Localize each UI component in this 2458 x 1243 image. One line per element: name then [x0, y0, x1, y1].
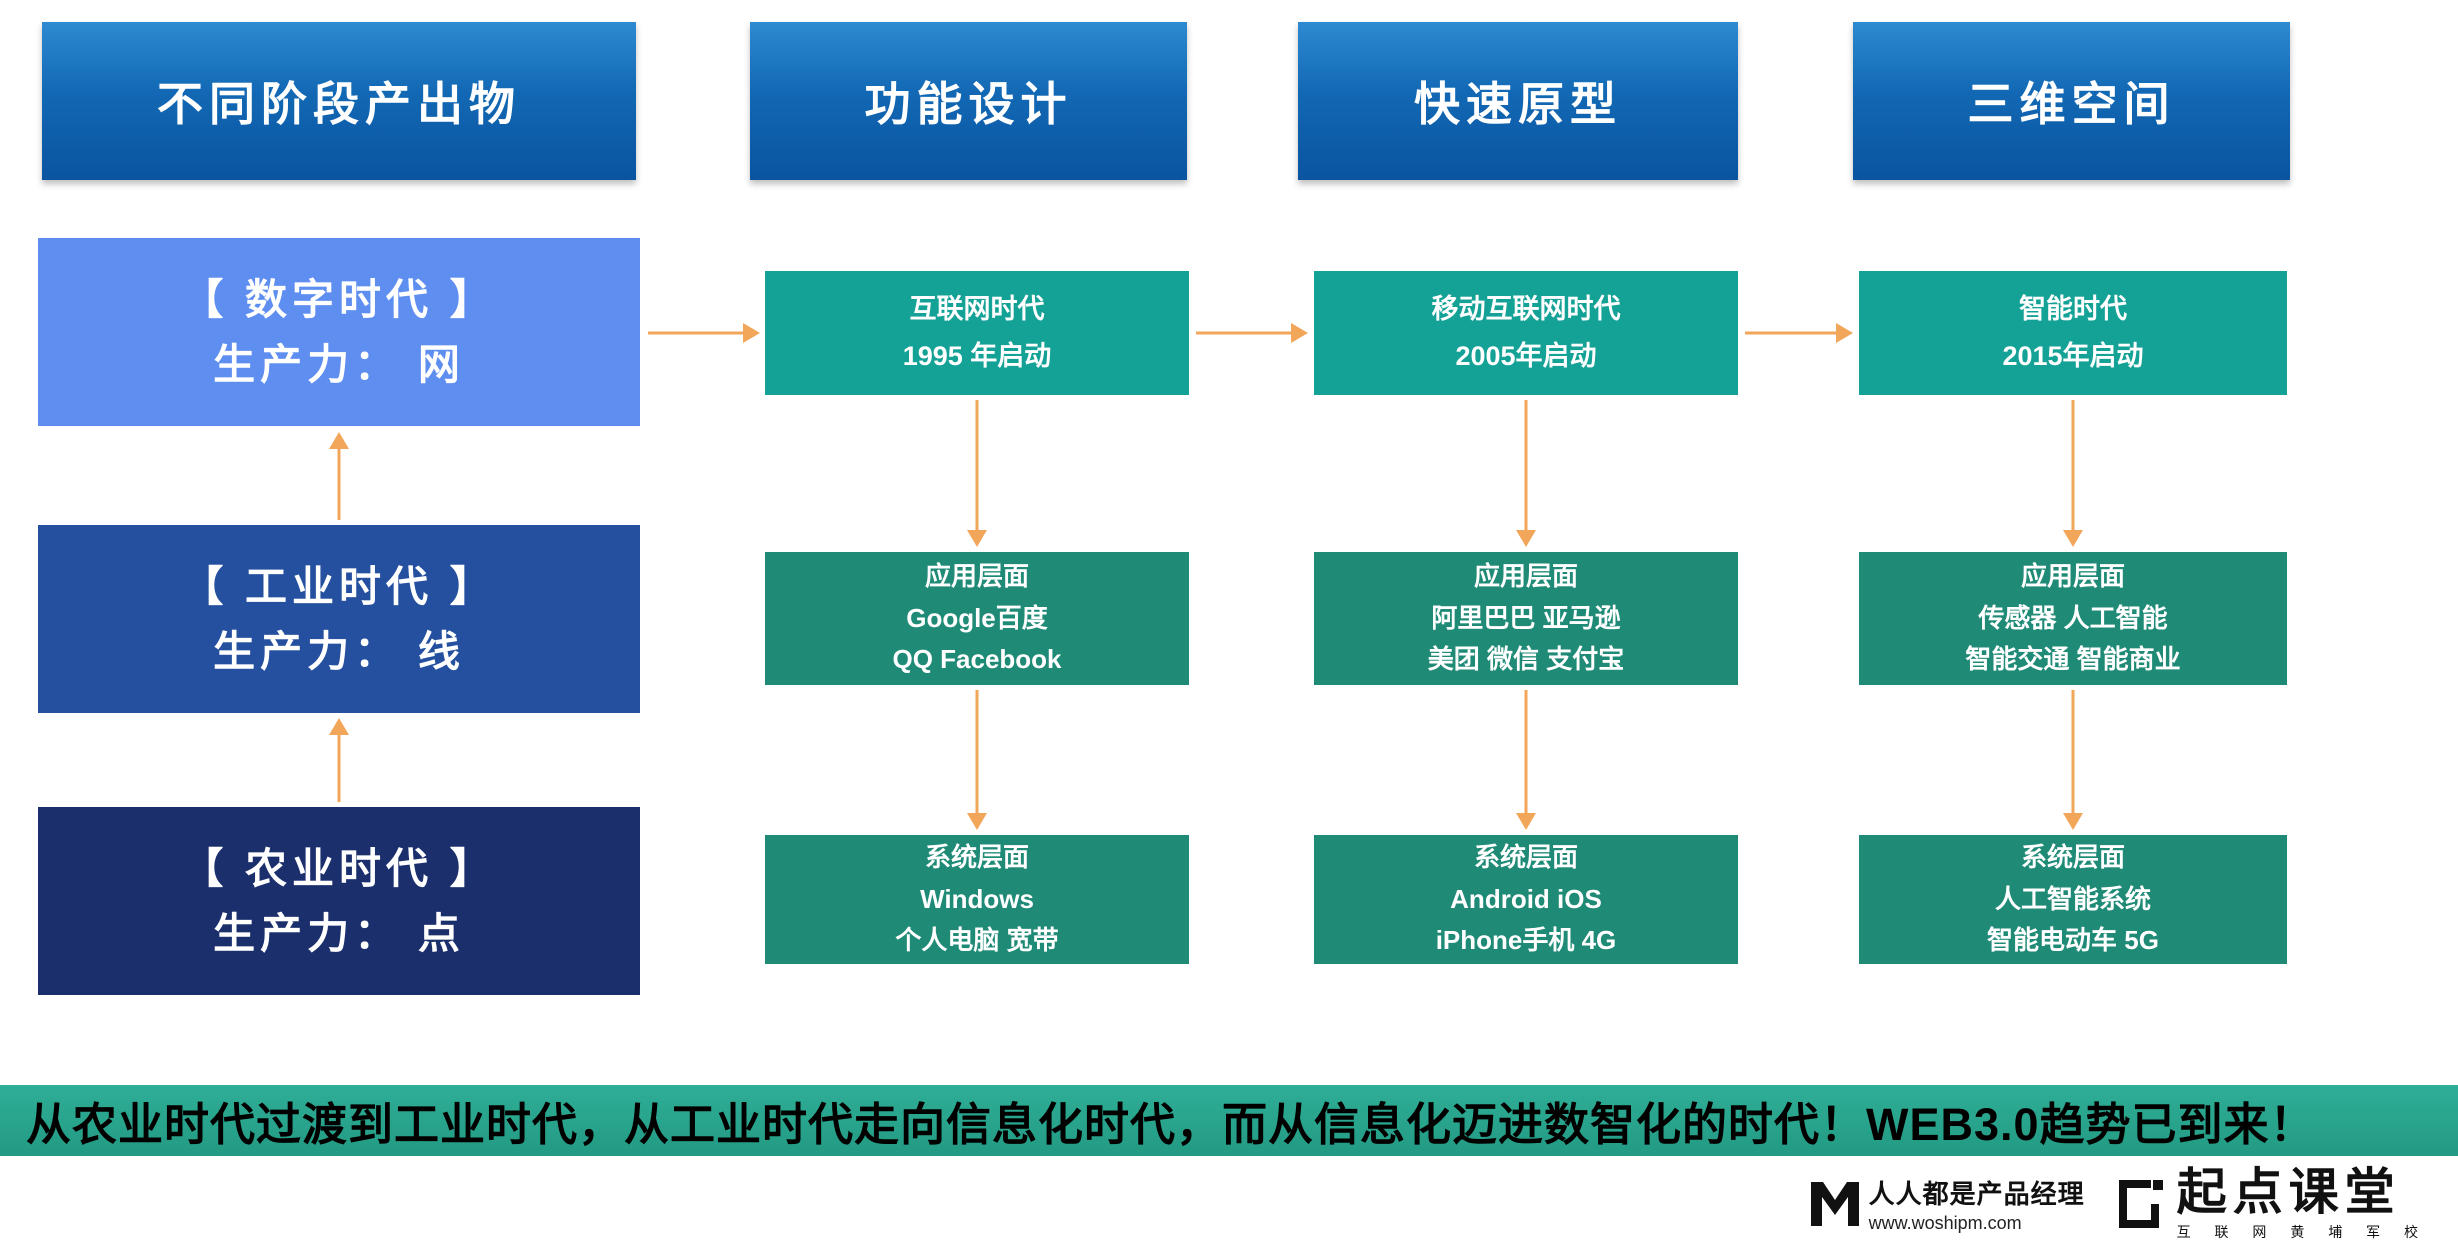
arrow-down-icon: [2061, 400, 2085, 547]
arrow-head: [1836, 323, 1853, 343]
layer-line: iPhone手机 4G: [1435, 925, 1617, 956]
footer-brands: 人人都是产品经理 www.woshipm.com 起点课堂 互 联 网 黄 埔 …: [1810, 1166, 2428, 1242]
brand-qidian-name: 起点课堂: [2176, 1164, 2401, 1221]
layer-line: 个人电脑 宽带: [895, 925, 1059, 956]
era-subtitle: 生产力： 点: [213, 910, 465, 957]
qidian-logo-icon: [2118, 1180, 2163, 1228]
brand-woshipm-url: www.woshipm.com: [1868, 1213, 2022, 1233]
arrow-shaft: [1524, 400, 1528, 532]
system-layer-box: 系统层面 人工智能系统 智能电动车 5G: [1859, 835, 2287, 964]
app-layer-box: 应用层面 阿里巴巴 亚马逊 美团 微信 支付宝: [1314, 552, 1738, 685]
arrow-right-icon: [1196, 322, 1308, 344]
arrow-shaft: [1196, 331, 1293, 335]
layer-line: 美团 微信 支付宝: [1427, 644, 1625, 675]
stage-line: 2005年启动: [1455, 341, 1597, 371]
column-header-3d-space: 三维空间: [1853, 22, 2290, 180]
column-header-stages: 不同阶段产出物: [42, 22, 636, 180]
layer-line: 传感器 人工智能: [1978, 602, 2168, 633]
layer-line: 系统层面: [2020, 842, 2125, 873]
arrow-head: [1516, 530, 1536, 547]
arrow-head: [1291, 323, 1308, 343]
layer-line: 系统层面: [924, 842, 1029, 873]
arrow-head: [967, 813, 987, 830]
summary-banner: 从农业时代过渡到工业时代，从工业时代走向信息化时代，而从信息化迈进数智化的时代！…: [0, 1085, 2458, 1156]
era-box-industrial: 【 工业时代 】 生产力： 线: [38, 525, 640, 713]
arrow-shaft: [975, 400, 979, 532]
era-title: 【 工业时代 】: [181, 562, 497, 610]
arrow-head: [967, 530, 987, 547]
arrow-head: [329, 432, 349, 449]
stage-line: 智能时代: [2019, 293, 2127, 324]
arrow-shaft: [337, 447, 341, 520]
stage-box-mobile-internet: 移动互联网时代 2005年启动: [1314, 271, 1738, 395]
brand-woshipm: 人人都是产品经理 www.woshipm.com: [1810, 1174, 2085, 1234]
arrow-down-icon: [965, 400, 989, 547]
brand-qidian-text: 起点课堂 互 联 网 黄 埔 军 校: [2177, 1166, 2428, 1242]
arrow-down-icon: [965, 690, 989, 830]
arrow-shaft: [1524, 690, 1528, 815]
arrow-down-icon: [1514, 690, 1538, 830]
era-subtitle: 生产力： 网: [213, 341, 465, 388]
era-title: 【 农业时代 】: [181, 844, 497, 892]
column-header-rapid-prototype: 快速原型: [1298, 22, 1738, 180]
arrow-head: [329, 718, 349, 735]
brand-woshipm-text: 人人都是产品经理 www.woshipm.com: [1869, 1174, 2085, 1234]
brand-qidian: 起点课堂 互 联 网 黄 埔 军 校: [2115, 1166, 2428, 1242]
layer-line: 应用层面: [2020, 561, 2125, 592]
woshipm-m-logo-icon: [1810, 1182, 1859, 1226]
layer-line: Android iOS: [1450, 883, 1602, 914]
column-header-label: 功能设计: [864, 78, 1073, 130]
arrow-head: [1516, 813, 1536, 830]
arrow-shaft: [2071, 690, 2075, 815]
column-header-functional-design: 功能设计: [750, 22, 1187, 180]
stage-line: 1995 年启动: [902, 341, 1052, 371]
layer-line: 应用层面: [1473, 561, 1578, 592]
arrow-right-icon: [1745, 322, 1853, 344]
stage-line: 互联网时代: [909, 293, 1045, 324]
stage-line: 2015年启动: [2002, 341, 2144, 371]
layer-line: 智能交通 智能商业: [1965, 644, 2181, 675]
summary-banner-text: 从农业时代过渡到工业时代，从工业时代走向信息化时代，而从信息化迈进数智化的时代！…: [26, 1099, 2316, 1150]
era-title: 【 数字时代 】: [181, 275, 497, 323]
app-layer-box: 应用层面 Google百度 QQ Facebook: [765, 552, 1189, 685]
brand-woshipm-name: 人人都是产品经理: [1868, 1179, 2085, 1209]
arrow-head: [743, 323, 760, 343]
system-layer-box: 系统层面 Android iOS iPhone手机 4G: [1314, 835, 1738, 964]
column-header-label: 快速原型: [1414, 78, 1622, 130]
column-header-label: 三维空间: [1967, 78, 2176, 130]
stage-box-internet: 互联网时代 1995 年启动: [765, 271, 1189, 395]
stage-line: 移动互联网时代: [1431, 293, 1621, 324]
layer-line: 阿里巴巴 亚马逊: [1431, 602, 1621, 633]
arrow-down-icon: [2061, 690, 2085, 830]
layer-line: 应用层面: [924, 561, 1029, 592]
arrow-shaft: [975, 690, 979, 815]
arrow-head: [2063, 530, 2083, 547]
arrow-shaft: [2071, 400, 2075, 532]
layer-line: 人工智能系统: [1994, 883, 2151, 914]
arrow-shaft: [337, 733, 341, 802]
system-layer-box: 系统层面 Windows 个人电脑 宽带: [765, 835, 1189, 964]
arrow-up-icon: [327, 432, 351, 520]
app-layer-box: 应用层面 传感器 人工智能 智能交通 智能商业: [1859, 552, 2287, 685]
era-subtitle: 生产力： 线: [213, 628, 465, 675]
arrow-shaft: [1745, 331, 1838, 335]
arrow-up-icon: [327, 718, 351, 802]
arrow-head: [2063, 813, 2083, 830]
arrow-shaft: [648, 331, 745, 335]
era-box-digital: 【 数字时代 】 生产力： 网: [38, 238, 640, 426]
era-box-agricultural: 【 农业时代 】 生产力： 点: [38, 807, 640, 995]
layer-line: 系统层面: [1473, 842, 1578, 873]
layer-line: Google百度: [906, 602, 1048, 633]
layer-line: 智能电动车 5G: [1987, 925, 2159, 956]
layer-line: QQ Facebook: [892, 644, 1062, 675]
arrow-right-icon: [648, 322, 760, 344]
layer-line: Windows: [920, 883, 1034, 914]
column-header-label: 不同阶段产出物: [157, 78, 521, 130]
brand-qidian-subtitle: 互 联 网 黄 埔 军 校: [2176, 1223, 2428, 1240]
arrow-down-icon: [1514, 400, 1538, 547]
stage-box-intelligent: 智能时代 2015年启动: [1859, 271, 2287, 395]
